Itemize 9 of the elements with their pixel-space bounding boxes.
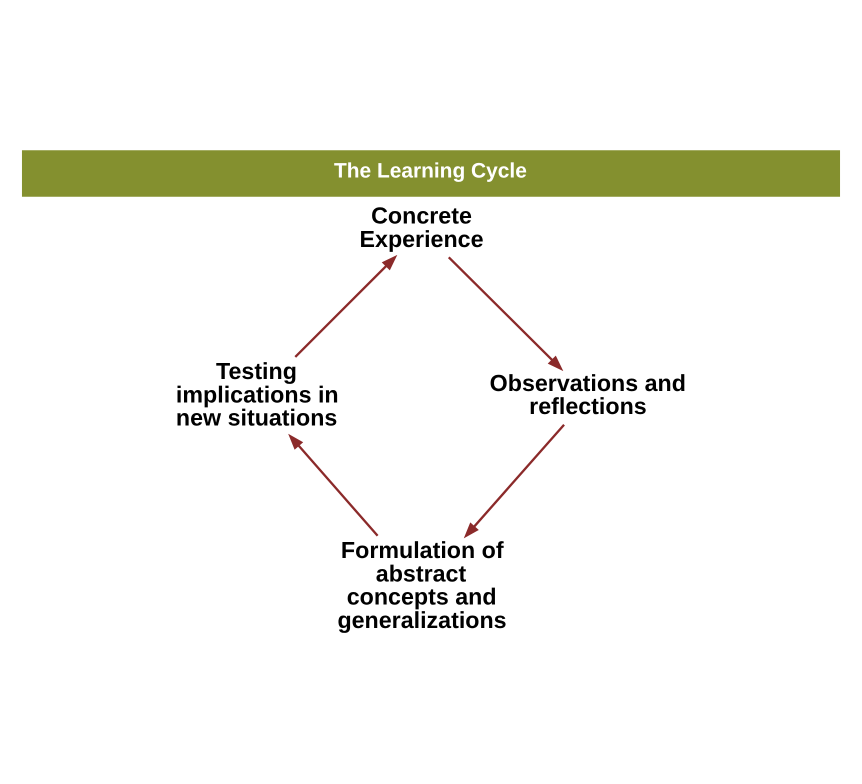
arrow: [294, 254, 398, 358]
node-text: Observations and reflections: [490, 370, 686, 420]
node-text: Formulation of abstract concepts and generalizations: [337, 537, 507, 633]
arrow: [464, 424, 565, 538]
diagram-title: The Learning Cycle: [334, 159, 527, 182]
arrow: [448, 256, 564, 372]
node-text: Testing implications in new situations: [176, 358, 339, 431]
node-text: Concrete Experience: [360, 202, 484, 252]
arrow: [288, 434, 378, 537]
